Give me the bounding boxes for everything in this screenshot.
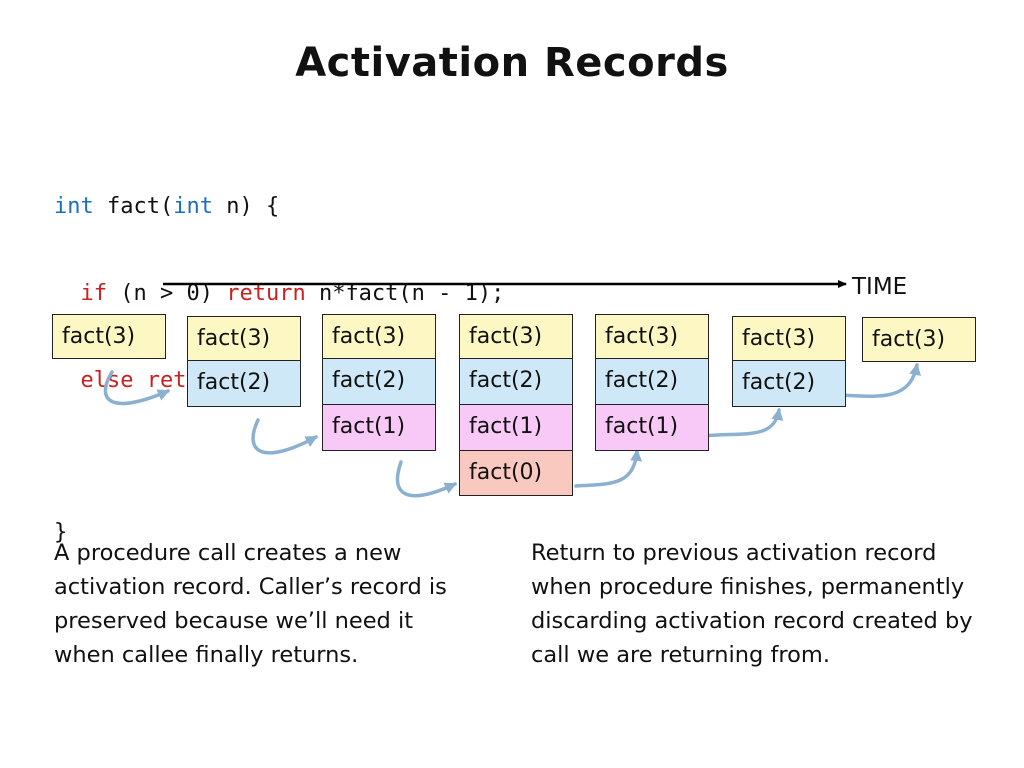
activation-record: fact(3) <box>459 314 573 359</box>
code-keyword: if <box>80 281 108 306</box>
code-text: n) { <box>212 194 280 219</box>
activation-record: fact(3) <box>732 316 846 361</box>
call-arrow <box>251 418 318 455</box>
activation-record: fact(3) <box>187 316 301 361</box>
call-arrow <box>103 370 170 406</box>
activation-record: fact(2) <box>459 359 573 405</box>
return-arrow <box>838 363 921 398</box>
slide-title: Activation Records <box>295 40 729 86</box>
call-arrow <box>395 460 457 498</box>
activation-record: fact(2) <box>187 361 301 407</box>
activation-record: fact(2) <box>595 359 709 405</box>
activation-record: fact(1) <box>322 405 436 451</box>
code-line-1: int fact(int n) { <box>54 192 504 221</box>
activation-record: fact(2) <box>322 359 436 405</box>
code-keyword: int <box>173 194 213 219</box>
activation-record: fact(3) <box>862 317 976 362</box>
activation-record: fact(2) <box>732 361 846 407</box>
code-keyword: int <box>54 194 94 219</box>
return-arrow <box>574 449 643 488</box>
return-arrow <box>702 408 784 438</box>
activation-record: fact(3) <box>322 314 436 359</box>
activation-record: fact(0) <box>459 451 573 496</box>
activation-record: fact(1) <box>459 405 573 451</box>
code-line-4: } <box>54 520 68 545</box>
caption-right: Return to previous activation record whe… <box>531 540 973 668</box>
caption-left: A procedure call creates a new activatio… <box>54 540 447 668</box>
activation-record: fact(3) <box>595 314 709 359</box>
time-label: TIME <box>852 274 908 300</box>
activation-record: fact(1) <box>595 405 709 451</box>
activation-record: fact(3) <box>52 314 166 359</box>
code-text: fact( <box>93 194 174 219</box>
